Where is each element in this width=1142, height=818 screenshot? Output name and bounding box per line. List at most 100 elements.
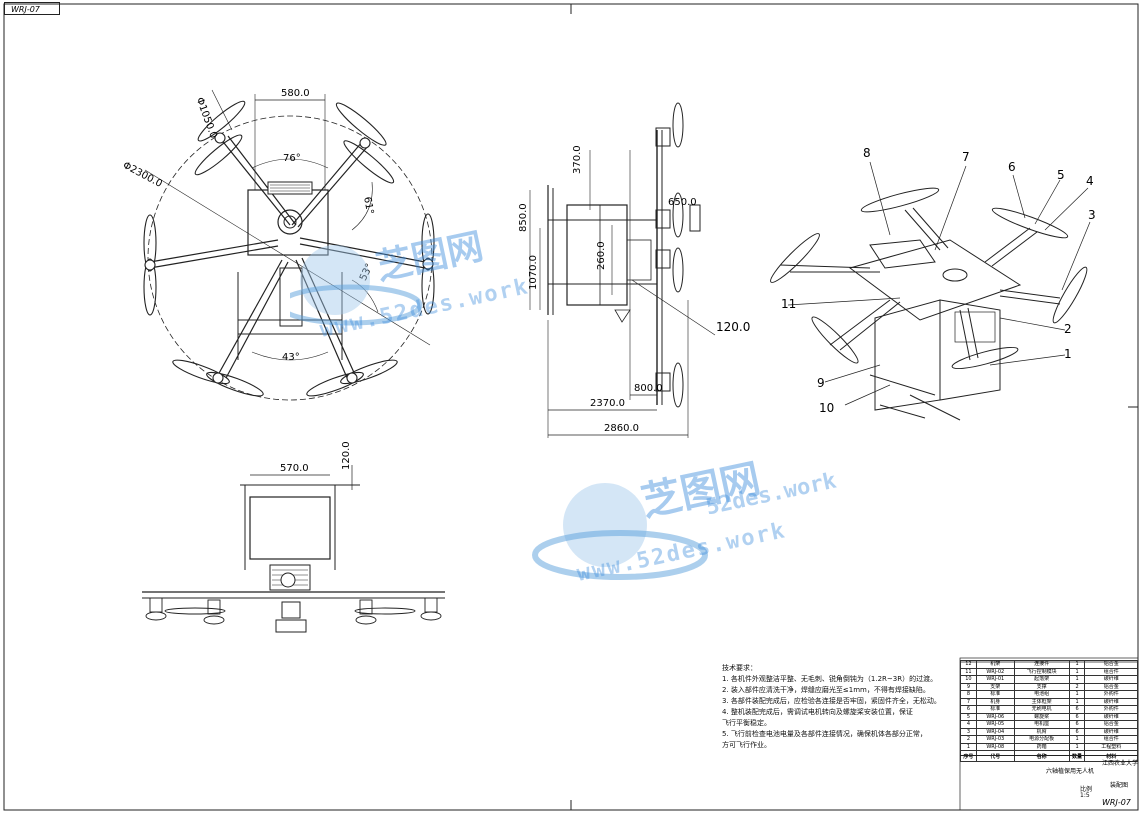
bom-cell: 1 xyxy=(1068,660,1086,669)
scale-label: 比例 xyxy=(1080,786,1093,793)
bom-cell: WRJ-03 xyxy=(975,735,1015,744)
bom-cell: 10 xyxy=(960,675,977,684)
bom-cell: 6 xyxy=(1068,712,1086,721)
bom-cell: 铝合金 xyxy=(1084,660,1138,669)
bom-header-cell: 数量 xyxy=(1068,750,1086,762)
bom-cell: 电池组 xyxy=(1013,690,1070,699)
bom-cell: 1 xyxy=(1068,667,1086,676)
bom-cell: 碳纤维 xyxy=(1084,727,1138,736)
bom-cell: 连接件 xyxy=(1013,660,1070,669)
bom-cell: 5 xyxy=(960,712,977,721)
bom-cell: WRJ-08 xyxy=(975,742,1015,751)
note-line: 5. 飞行前检查电池电量及各部件连接情况，确保机体各部分正常， xyxy=(722,730,927,738)
bom-cell: 2 xyxy=(1068,682,1086,691)
bom-cell: 外购件 xyxy=(1084,705,1138,714)
side-view xyxy=(529,102,716,438)
bom-header-cell: 序号 xyxy=(960,750,977,762)
bom-header-cell: 材料 xyxy=(1084,750,1138,762)
note-line: 4. 整机装配完成后，需调试电机转向及螺旋桨安装位置，保证 xyxy=(722,708,913,716)
bom-cell: 6 xyxy=(1068,727,1086,736)
iso-view xyxy=(770,161,1091,421)
dim-570: 570.0 xyxy=(280,463,309,474)
callout-7: 7 xyxy=(962,150,970,164)
bom-cell: 1 xyxy=(1068,675,1086,684)
note-line: 2. 装入部件应清洗干净，焊缝应磨光至≤1mm，不得有焊接缺陷。 xyxy=(722,686,930,694)
bom-cell: 外购件 xyxy=(1084,690,1138,699)
callout-1: 1 xyxy=(1064,347,1072,361)
bom-header: 序号代号名称数量材料 xyxy=(960,750,1138,762)
scale-value: 1:5 xyxy=(1080,792,1090,799)
bom-cell: WRJ-01 xyxy=(975,675,1015,684)
bom-cell: 3 xyxy=(960,727,977,736)
bom-cell: 药箱 xyxy=(1013,742,1070,751)
watermark-globe-2 xyxy=(532,483,708,580)
school-name: 江西农业大学 xyxy=(1102,760,1139,767)
title-code: WRJ-07 xyxy=(1102,798,1131,807)
note-line: 3. 各部件装配完成后，应检验各连接是否牢固，紧固件齐全，无松动。 xyxy=(722,697,940,705)
dim-120-front: 120.0 xyxy=(341,441,352,470)
bom-cell: 碳纤维 xyxy=(1084,697,1138,706)
bom-cell: WRJ-05 xyxy=(975,720,1015,729)
callout-9: 9 xyxy=(817,376,825,390)
bom-cell: 8 xyxy=(960,690,977,699)
angle-76: 76° xyxy=(283,153,301,164)
bom-cell: 机臂 xyxy=(1013,727,1070,736)
bom-cell: 7 xyxy=(960,697,977,706)
bom-header-cell: 代号 xyxy=(975,750,1015,762)
bom-cell: 标准 xyxy=(975,705,1015,714)
bom-cell: 机身 xyxy=(975,697,1015,706)
bom-cell: 1 xyxy=(1068,735,1086,744)
bom-cell: 电源分配板 xyxy=(1013,735,1070,744)
bom-cell: 11 xyxy=(960,667,977,676)
callout-11: 11 xyxy=(781,297,797,311)
angle-43: 43° xyxy=(282,352,300,363)
bom-cell: 支架 xyxy=(975,682,1015,691)
notes-title: 技术要求： xyxy=(722,664,757,672)
bom-cell: 支撑 xyxy=(1013,682,1070,691)
bom-cell: 无刷电机 xyxy=(1013,705,1070,714)
bom-cell: 螺旋桨 xyxy=(1013,712,1070,721)
note-line: 飞行平衡稳定。 xyxy=(722,719,771,727)
note-line: 1. 各机件外观整洁平整、无毛刺、锐角倒钝为（1.2R~3R）的过渡。 xyxy=(722,675,938,683)
callout-10: 10 xyxy=(819,401,835,415)
top-view xyxy=(143,89,435,401)
bom-cell: WRJ-02 xyxy=(975,667,1015,676)
frame-code-label: WRJ-07 xyxy=(4,2,60,15)
bom-cell: 标准 xyxy=(975,690,1015,699)
technical-notes: 技术要求： 1. 各机件外观整洁平整、无毛刺、锐角倒钝为（1.2R~3R）的过渡… xyxy=(722,663,940,751)
bom-cell: 电机座 xyxy=(1013,720,1070,729)
bom-cell: 9 xyxy=(960,682,977,691)
bom-cell: 1 xyxy=(1068,742,1086,751)
bom-cell: 组合件 xyxy=(1084,667,1138,676)
bom-cell: 12 xyxy=(960,660,977,669)
bom-cell: 碳纤维 xyxy=(1084,712,1138,721)
callout-2: 2 xyxy=(1064,322,1072,336)
callout-4: 4 xyxy=(1086,174,1094,188)
bom-header-cell: 名称 xyxy=(1013,750,1070,762)
dim-370: 370.0 xyxy=(572,145,583,174)
callout-5: 5 xyxy=(1057,168,1065,182)
bom-cell: WRJ-04 xyxy=(975,727,1015,736)
title-block: 六轴植保用无人机 江西农业大学 装配图 比例 1:5 WRJ-07 xyxy=(960,755,1138,811)
dim-650: 650.0 xyxy=(668,197,697,208)
bom-cell: 飞行控制模块 xyxy=(1013,667,1070,676)
bom-cell: 6 xyxy=(1068,720,1086,729)
dim-800: 800.0 xyxy=(634,383,663,394)
product-name: 六轴植保用无人机 xyxy=(1046,768,1095,775)
bom-cell: 2 xyxy=(960,735,977,744)
rotor-circle xyxy=(147,115,433,401)
bom-cell: 1 xyxy=(960,742,977,751)
note-line: 方可飞行作业。 xyxy=(722,741,771,749)
